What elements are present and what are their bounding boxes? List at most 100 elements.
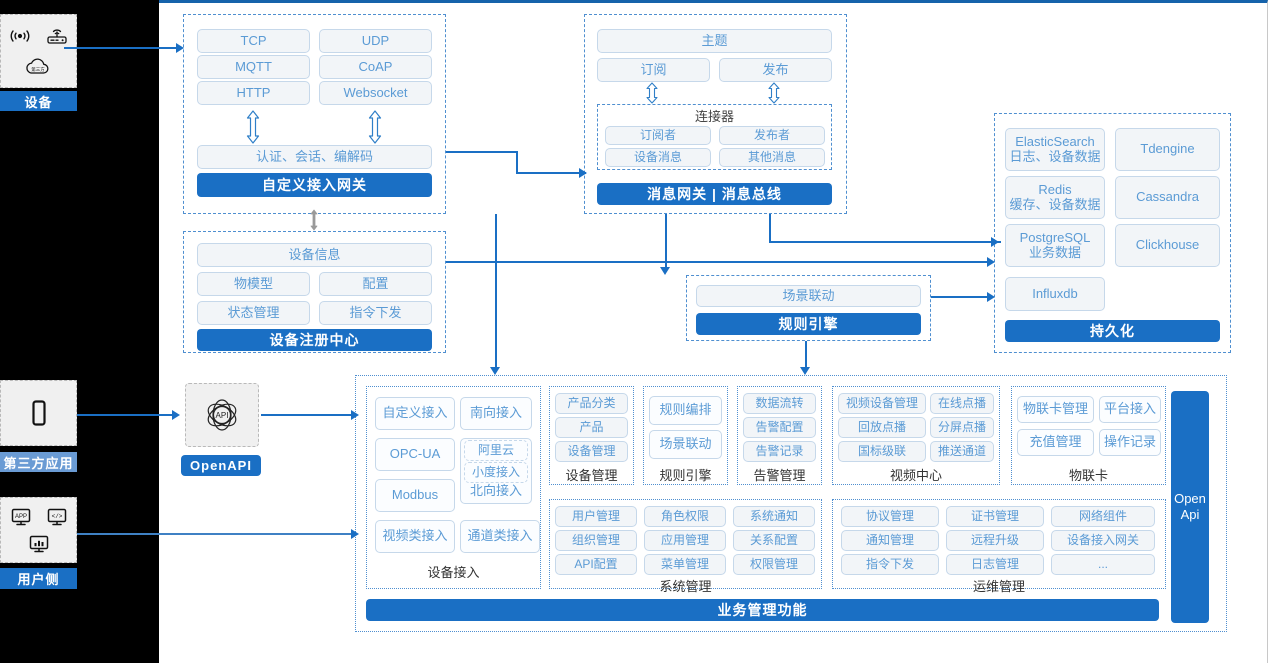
cell-alarm-config[interactable]: 告警配置 (743, 417, 816, 438)
cell-data-forwarding[interactable]: 数据流转 (743, 393, 816, 414)
store-label: ElasticSearch 日志、设备数据 (1009, 133, 1101, 164)
cell-scene-linkage[interactable]: 场景联动 (649, 430, 722, 459)
line-bus-to-rule-1 (665, 214, 667, 271)
cell-online-play[interactable]: 在线点播 (930, 393, 994, 414)
openapi-badge[interactable]: OpenAPI (181, 455, 261, 476)
store-cassandra[interactable]: Cassandra (1115, 176, 1220, 219)
rule-engine-bar[interactable]: 规则引擎 (696, 313, 921, 335)
cell-product-category[interactable]: 产品分类 (555, 393, 628, 414)
cell-push-channel[interactable]: 推送通道 (930, 441, 994, 462)
topic-chip[interactable]: 主题 (597, 29, 832, 53)
cell-network-component[interactable]: 网络组件 (1051, 506, 1155, 527)
line-rule-to-business (805, 341, 807, 372)
user-side-badge: 用户侧 (0, 568, 77, 589)
caption-device-management: 设备管理 (565, 467, 618, 483)
cell-org-management[interactable]: 组织管理 (555, 530, 637, 551)
cell-opc-ua[interactable]: OPC-UA (375, 438, 455, 471)
cell-remote-upgrade[interactable]: 远程升级 (946, 530, 1044, 551)
command-dispatch-chip[interactable]: 指令下发 (319, 301, 432, 325)
cell-log-management[interactable]: 日志管理 (946, 554, 1044, 575)
protocol-websocket[interactable]: Websocket (319, 81, 432, 105)
svg-text:APP: APP (14, 514, 26, 520)
cell-product[interactable]: 产品 (555, 417, 628, 438)
cell-custom-access[interactable]: 自定义接入 (375, 397, 455, 430)
cell-relation-config[interactable]: 关系配置 (733, 530, 815, 551)
store-clickhouse[interactable]: Clickhouse (1115, 224, 1220, 267)
store-tdengine[interactable]: Tdengine (1115, 128, 1220, 171)
cell-api-config[interactable]: API配置 (555, 554, 637, 575)
cell-video-device-management[interactable]: 视频设备管理 (838, 393, 926, 414)
business-group (355, 375, 1227, 632)
connector-title: 连接器 (694, 108, 734, 124)
cell-playback[interactable]: 回放点播 (838, 417, 926, 438)
cell-iot-card-management[interactable]: 物联卡管理 (1017, 396, 1094, 423)
line-bus-to-persist-1 (769, 214, 771, 242)
cell-split-screen-play[interactable]: 分屏点播 (930, 417, 994, 438)
cell-alarm-record[interactable]: 告警记录 (743, 441, 816, 462)
cell-aliyun[interactable]: 阿里云 (464, 440, 528, 461)
auth-session-codec[interactable]: 认证、会话、编解码 (197, 145, 432, 169)
cell-menu-management[interactable]: 菜单管理 (644, 554, 726, 575)
scene-linkage-chip[interactable]: 场景联动 (696, 285, 921, 307)
cell-operation-record[interactable]: 操作记录 (1099, 429, 1161, 456)
store-redis[interactable]: Redis 缓存、设备数据 (1005, 176, 1105, 219)
cell-platform-access[interactable]: 平台接入 (1099, 396, 1161, 423)
device-badge: 设备 (0, 91, 77, 111)
protocol-mqtt[interactable]: MQTT (197, 55, 310, 79)
connector-device-message[interactable]: 设备消息 (605, 148, 711, 167)
protocol-coap[interactable]: CoAP (319, 55, 432, 79)
cell-role-permission[interactable]: 角色权限 (644, 506, 726, 527)
connector-other-message[interactable]: 其他消息 (719, 148, 825, 167)
left-rail: 第三方 设备 第三方应用 (0, 0, 159, 663)
cell-channel-access[interactable]: 通道类接入 (460, 520, 540, 553)
openapi-card: API (185, 383, 259, 447)
cell-rule-orchestration[interactable]: 规则编排 (649, 396, 722, 425)
connector-publisher[interactable]: 发布者 (719, 126, 825, 145)
config-chip[interactable]: 配置 (319, 272, 432, 296)
business-management-bar[interactable]: 业务管理功能 (366, 599, 1159, 621)
cell-recharge-management[interactable]: 充值管理 (1017, 429, 1094, 456)
caption-iot-card: 物联卡 (1068, 467, 1108, 483)
cell-protocol-management[interactable]: 协议管理 (841, 506, 939, 527)
caption-video-center: 视频中心 (889, 467, 942, 483)
store-elasticsearch[interactable]: ElasticSearch 日志、设备数据 (1005, 128, 1105, 171)
cell-notice-management[interactable]: 通知管理 (841, 530, 939, 551)
subscribe-chip[interactable]: 订阅 (597, 58, 710, 82)
device-info-chip[interactable]: 设备信息 (197, 243, 432, 267)
persistence-group (994, 113, 1231, 353)
cell-device-management[interactable]: 设备管理 (555, 441, 628, 462)
message-gateway-bar[interactable]: 消息网关 | 消息总线 (597, 183, 832, 205)
cell-command-dispatch[interactable]: 指令下发 (841, 554, 939, 575)
cell-modbus[interactable]: Modbus (375, 479, 455, 512)
cell-permission-management[interactable]: 权限管理 (733, 554, 815, 575)
thing-model-chip[interactable]: 物模型 (197, 272, 310, 296)
state-management-chip[interactable]: 状态管理 (197, 301, 310, 325)
cell-user-management[interactable]: 用户管理 (555, 506, 637, 527)
cell-gb-cascade[interactable]: 国标级联 (838, 441, 926, 462)
cell-southbound-access[interactable]: 南向接入 (460, 397, 532, 430)
protocol-http[interactable]: HTTP (197, 81, 310, 105)
api-atom-icon: API (199, 393, 245, 437)
third-party-app-card (0, 380, 77, 446)
cell-video-access[interactable]: 视频类接入 (375, 520, 455, 553)
protocol-tcp[interactable]: TCP (197, 29, 310, 53)
connector-subscriber[interactable]: 订阅者 (605, 126, 711, 145)
publish-chip[interactable]: 发布 (719, 58, 832, 82)
cell-certificate-management[interactable]: 证书管理 (946, 506, 1044, 527)
caption-system-management: 系统管理 (659, 578, 712, 594)
cell-xiaodu-access[interactable]: 小度接入 (464, 462, 528, 483)
cell-device-access-gateway[interactable]: 设备接入网关 (1051, 530, 1155, 551)
store-postgresql[interactable]: PostgreSQL 业务数据 (1005, 224, 1105, 267)
cell-system-notice[interactable]: 系统通知 (733, 506, 815, 527)
protocol-udp[interactable]: UDP (319, 29, 432, 53)
cell-more[interactable]: ... (1051, 554, 1155, 575)
store-influxdb[interactable]: Influxdb (1005, 277, 1105, 311)
mobile-phone-icon (29, 399, 49, 427)
device-registry-bar[interactable]: 设备注册中心 (197, 329, 432, 351)
persistence-bar[interactable]: 持久化 (1005, 320, 1220, 342)
svg-text:</>: </> (51, 513, 62, 520)
cell-app-management[interactable]: 应用管理 (644, 530, 726, 551)
arrow-bus-to-persist (991, 237, 999, 247)
custom-access-gateway-bar[interactable]: 自定义接入网关 (197, 173, 432, 197)
open-api-side-bar[interactable]: Open Api (1171, 391, 1209, 623)
